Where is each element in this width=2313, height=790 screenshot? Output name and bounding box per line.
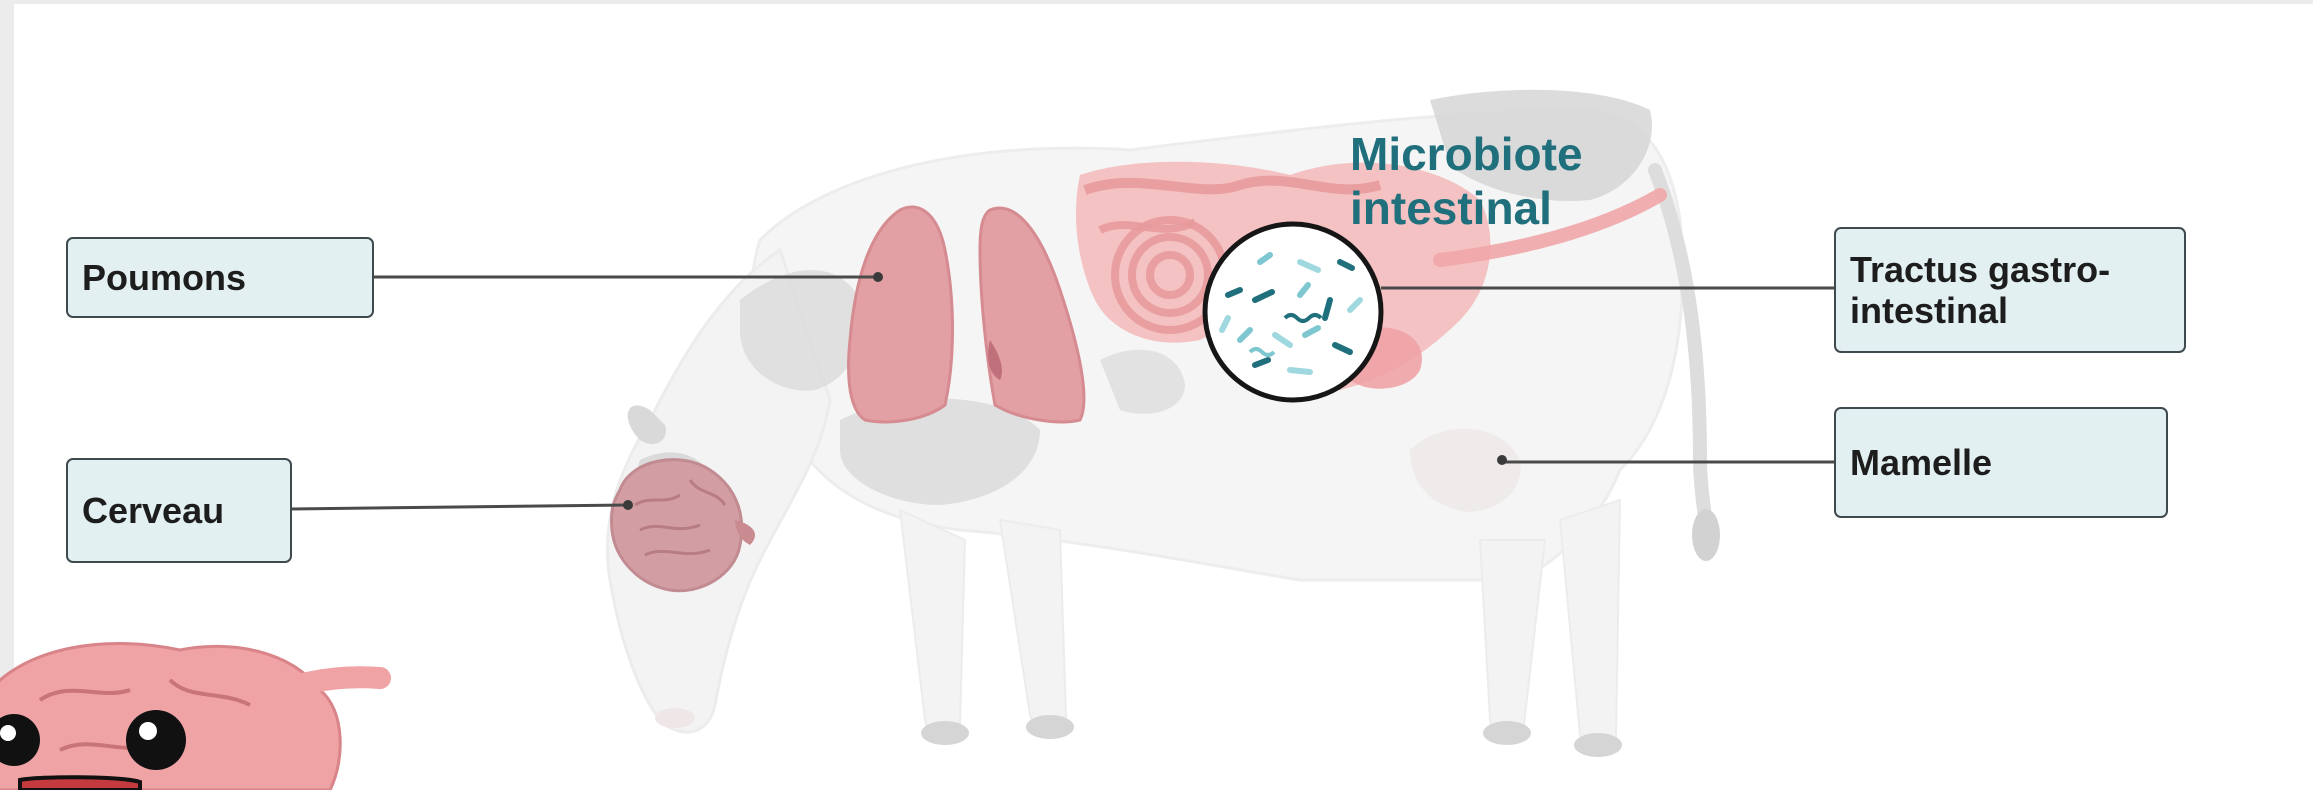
microbiota-title-line2: intestinal [1350, 182, 1552, 234]
udder-label: Mamelle [1850, 442, 1992, 483]
microbiota-inset [1205, 224, 1381, 400]
gut-label-line1: Tractus gastro- [1850, 249, 2110, 290]
gut-label-line2: intestinal [1850, 290, 2008, 331]
brain-leader-line [291, 505, 628, 509]
lungs-label-box: Poumons [66, 237, 374, 318]
lungs-label: Poumons [82, 257, 246, 298]
gut-label-box: Tractus gastro- intestinal [1834, 227, 2186, 353]
brain-label-box: Cerveau [66, 458, 292, 563]
microbiota-title-line1: Microbiote [1350, 128, 1583, 180]
udder-label-box: Mamelle [1834, 407, 2168, 518]
brain-label: Cerveau [82, 490, 224, 531]
cartoon-brain-mascot [0, 643, 380, 790]
